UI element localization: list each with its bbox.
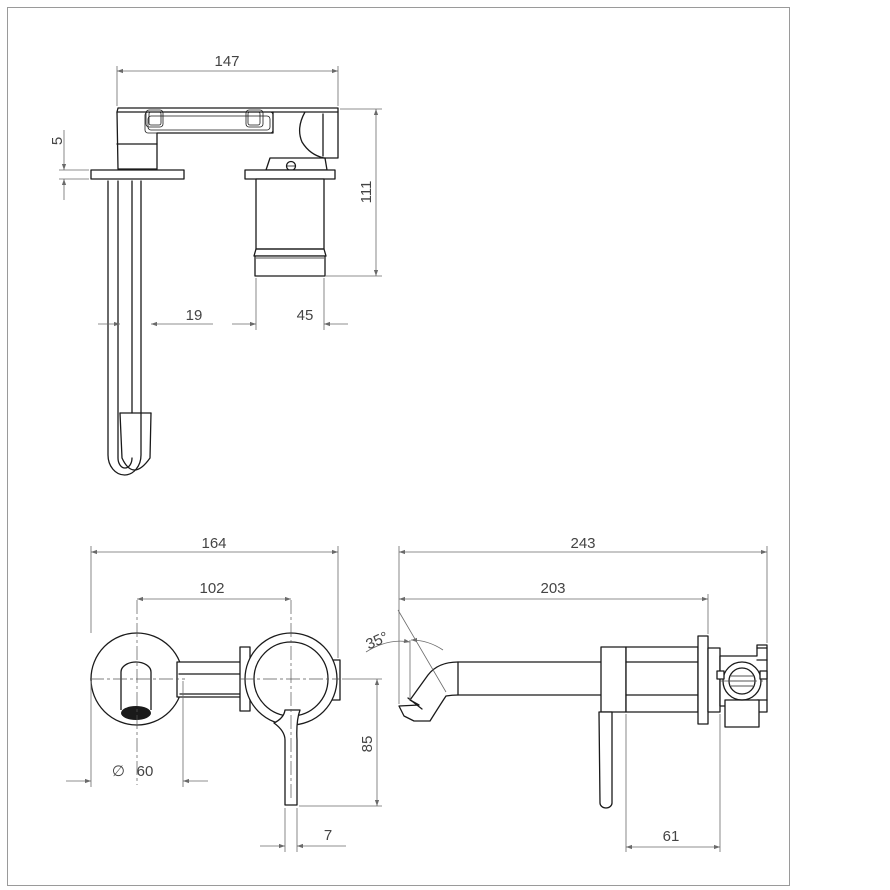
dim-label-61: 61 — [663, 828, 680, 845]
dim-label-243: 243 — [570, 535, 595, 552]
dim-label-19: 19 — [186, 307, 203, 324]
dim-label-203: 203 — [540, 580, 565, 597]
side-handle — [598, 711, 613, 809]
top-view: 147 5 111 19 45 — [49, 53, 382, 476]
dim-label-111: 111 — [358, 181, 375, 204]
dim-front-overall: 164 — [90, 535, 339, 658]
dim-label-7: 7 — [324, 827, 332, 844]
dim-front-centers: 102 — [137, 580, 291, 602]
front-connector — [176, 646, 251, 712]
dim-handle-drop: 85 — [299, 678, 382, 807]
dim-side-depth: 61 — [625, 714, 721, 852]
side-spout — [398, 661, 603, 722]
dim-side-overall: 243 — [398, 535, 768, 704]
dim-label-164: 164 — [201, 535, 226, 552]
dim-label-102: 102 — [199, 580, 224, 597]
side-valve-housing — [716, 644, 768, 728]
dim-handle-width: 7 — [260, 808, 346, 852]
dim-top-height: 111 — [326, 108, 382, 277]
dim-label-5: 5 — [49, 137, 66, 145]
front-view: 164 102 ∅ 60 85 7 — [66, 535, 382, 852]
dim-label-45: 45 — [297, 307, 314, 324]
dim-body-diameter: 45 — [232, 278, 348, 330]
dim-spout-diameter: 19 — [98, 307, 213, 327]
dim-label-147: 147 — [214, 53, 239, 70]
side-body — [600, 635, 721, 725]
dim-top-width: 147 — [116, 53, 339, 106]
dim-label-diameter-symbol: ∅ — [112, 763, 125, 780]
top-body — [116, 107, 339, 170]
top-spout — [107, 180, 152, 476]
dim-side-reach: 203 — [399, 580, 709, 634]
front-spout-outlet — [120, 661, 152, 720]
top-cartridge — [244, 157, 336, 277]
front-handle — [273, 709, 301, 806]
dim-label-85: 85 — [359, 736, 376, 753]
drawing-frame — [7, 7, 790, 886]
dim-plate-diameter: ∅ 60 — [66, 681, 208, 787]
dim-label-60: 60 — [137, 763, 154, 780]
dim-label-35deg: 35° — [363, 629, 391, 654]
top-wall-plate-left — [90, 169, 185, 180]
dim-plate-thickness: 5 — [49, 130, 89, 200]
side-view: 243 203 35° 61 — [363, 535, 768, 852]
